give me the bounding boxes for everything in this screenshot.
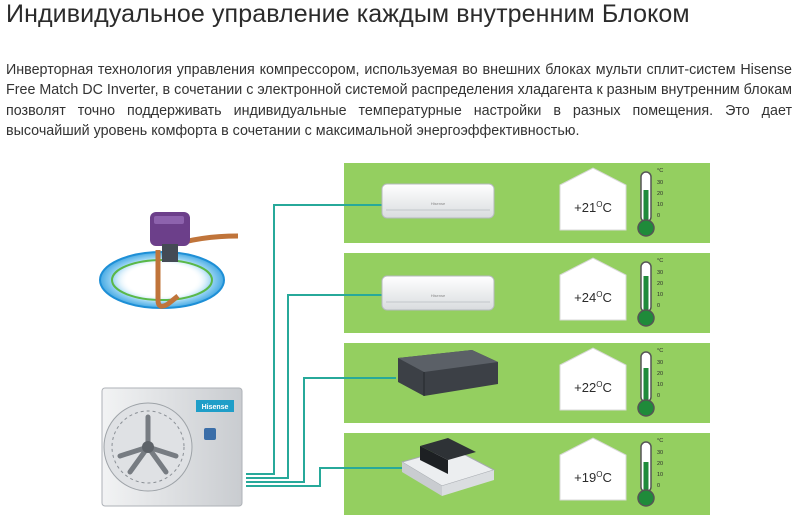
- thermo-tick: 30: [657, 270, 663, 276]
- refrigerant-pipes: [246, 204, 402, 487]
- thermometer-icon: [637, 351, 655, 417]
- wall-unit-brand-2: Hisense: [431, 293, 446, 298]
- thermometer-icon: [637, 441, 655, 507]
- degree-sign: O: [596, 290, 603, 299]
- thermo-tick: 20: [657, 371, 663, 377]
- thermo-tick: 20: [657, 191, 663, 197]
- degree-sign: O: [596, 380, 603, 389]
- temperature-label-room-4: +19OC: [556, 470, 630, 485]
- temperature-label-room-3: +22OC: [556, 380, 630, 395]
- thermo-tick: 0: [657, 303, 660, 309]
- thermo-tick: 10: [657, 382, 663, 388]
- thermo-tick: 10: [657, 292, 663, 298]
- thermo-unit: °C: [657, 258, 663, 264]
- thermo-tick: 20: [657, 461, 663, 467]
- thermo-tick: 30: [657, 360, 663, 366]
- room-panel-3: [344, 343, 710, 423]
- thermometer-icon: [637, 261, 655, 327]
- house-icon: [559, 167, 627, 231]
- temperature-value: +19: [574, 470, 597, 485]
- page-title: Индивидуальное управление каждым внутрен…: [6, 0, 690, 28]
- thermo-tick: 10: [657, 472, 663, 478]
- outdoor-brand-label: Hisense: [202, 404, 229, 411]
- temperature-label-room-2: +24OC: [556, 290, 630, 305]
- description-text: Инверторная технология управления компре…: [6, 62, 792, 140]
- thermo-unit: °C: [657, 438, 663, 444]
- house-icon: [559, 347, 627, 411]
- degree-sign: O: [596, 470, 603, 479]
- thermo-unit: °C: [657, 168, 663, 174]
- wall-split-unit-1: [381, 183, 495, 219]
- temperature-value: +22: [574, 380, 597, 395]
- outdoor-unit: [101, 387, 243, 507]
- temperature-value: +24: [574, 290, 597, 305]
- temperature-unit: C: [602, 290, 612, 305]
- temperature-unit: C: [602, 200, 612, 215]
- temperature-label-room-1: +21OC: [556, 200, 630, 215]
- temperature-unit: C: [602, 470, 612, 485]
- thermo-tick: 0: [657, 483, 660, 489]
- thermo-tick: 20: [657, 281, 663, 287]
- degree-sign: O: [596, 200, 603, 209]
- house-icon: [559, 437, 627, 501]
- thermo-tick: 0: [657, 213, 660, 219]
- duct-unit: [398, 350, 498, 396]
- thermo-tick: 0: [657, 393, 660, 399]
- room-panel-4: [344, 433, 710, 515]
- thermo-tick: 10: [657, 202, 663, 208]
- thermo-tick: 30: [657, 450, 663, 456]
- cassette-unit: [400, 438, 496, 496]
- wall-split-unit-2: [381, 275, 495, 311]
- house-icon: [559, 257, 627, 321]
- temperature-unit: C: [602, 380, 612, 395]
- thermo-unit: °C: [657, 348, 663, 354]
- thermometer-icon: [637, 171, 655, 237]
- wall-unit-brand-1: Hisense: [431, 201, 446, 206]
- expansion-valve-icon: [99, 212, 239, 309]
- temperature-value: +21: [574, 200, 597, 215]
- thermo-tick: 30: [657, 180, 663, 186]
